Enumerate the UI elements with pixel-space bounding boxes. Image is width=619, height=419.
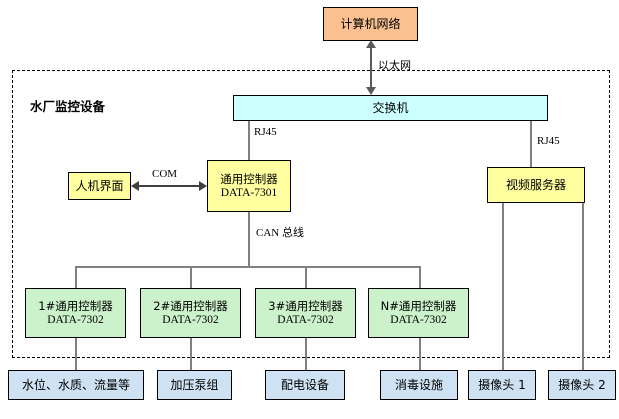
node-field-device-camera-2[interactable]: 摄像头 2 <box>548 370 616 400</box>
link-video-camera-1 <box>502 203 504 370</box>
link-controller-2-device <box>190 338 192 370</box>
node-field-device-disinfection-label: 消毒设施 <box>394 377 443 392</box>
node-sub-controller-n[interactable]: N#通用控制器 DATA-7302 <box>368 288 469 338</box>
node-sub-controller-3[interactable]: 3#通用控制器 DATA-7302 <box>255 288 356 338</box>
node-sub-controller-3-name: 3#通用控制器 <box>268 298 343 313</box>
node-field-device-water[interactable]: 水位、水质、流量等 <box>8 370 144 400</box>
can-drop-controller-1 <box>75 266 77 288</box>
node-hmi-label: 人机界面 <box>75 178 124 193</box>
node-sub-controller-2[interactable]: 2#通用控制器 DATA-7302 <box>140 288 241 338</box>
node-field-device-water-label: 水位、水质、流量等 <box>21 377 130 392</box>
can-drop-controller-3 <box>305 266 307 288</box>
arrowhead-right-controller <box>199 181 207 191</box>
node-field-device-power-label: 配电设备 <box>280 377 329 392</box>
node-switch-label: 交换机 <box>372 100 409 115</box>
link-controller-n-device <box>419 338 421 370</box>
can-bus-rail <box>75 266 420 268</box>
node-field-device-camera-1-label: 摄像头 1 <box>478 377 526 392</box>
link-switch-main-controller <box>248 121 250 161</box>
node-main-controller[interactable]: 通用控制器 DATA-7301 <box>207 160 291 212</box>
link-hmi-controller <box>138 185 200 187</box>
arrowhead-down-switch <box>366 87 376 95</box>
node-sub-controller-1-name: 1#通用控制器 <box>38 298 113 313</box>
link-label-can-bus: CAN 总线 <box>256 227 304 239</box>
node-hmi[interactable]: 人机界面 <box>68 172 131 200</box>
enclosure-title: 水厂监控设备 <box>30 99 106 114</box>
link-video-camera-2 <box>582 203 584 370</box>
node-field-device-camera-1[interactable]: 摄像头 1 <box>468 370 536 400</box>
node-computer-network-label: 计算机网络 <box>340 16 401 31</box>
can-drop-controller-4 <box>419 266 421 288</box>
link-controller-3-device <box>305 338 307 370</box>
link-label-com: COM <box>152 168 178 180</box>
node-main-controller-model: DATA-7301 <box>220 187 278 199</box>
can-bus-trunk <box>248 212 250 266</box>
can-drop-controller-2 <box>190 266 192 288</box>
node-sub-controller-n-name: N#通用控制器 <box>380 298 457 313</box>
node-sub-controller-1[interactable]: 1#通用控制器 DATA-7302 <box>25 288 126 338</box>
node-field-device-pump[interactable]: 加压泵组 <box>157 370 232 400</box>
node-sub-controller-n-model: DATA-7302 <box>390 314 447 326</box>
node-sub-controller-1-model: DATA-7302 <box>47 314 104 326</box>
link-label-ethernet: 以太网 <box>378 60 411 72</box>
node-video-server-label: 视频服务器 <box>505 177 566 192</box>
link-label-rj45-right: RJ45 <box>537 135 560 147</box>
node-switch[interactable]: 交换机 <box>233 95 548 121</box>
node-sub-controller-2-name: 2#通用控制器 <box>153 298 228 313</box>
node-video-server[interactable]: 视频服务器 <box>487 167 585 203</box>
link-controller-1-device <box>75 338 77 370</box>
node-computer-network[interactable]: 计算机网络 <box>323 7 418 41</box>
link-switch-video-server <box>530 121 532 168</box>
node-sub-controller-3-model: DATA-7302 <box>277 314 334 326</box>
arrowhead-left-hmi <box>131 181 139 191</box>
arrowhead-up-network <box>366 40 376 48</box>
water-plant-enclosure <box>12 70 610 358</box>
node-field-device-camera-2-label: 摄像头 2 <box>558 377 606 392</box>
node-field-device-power[interactable]: 配电设备 <box>265 370 345 400</box>
node-field-device-pump-label: 加压泵组 <box>170 377 219 392</box>
node-field-device-disinfection[interactable]: 消毒设施 <box>380 370 458 400</box>
link-label-rj45-left: RJ45 <box>254 126 277 138</box>
node-sub-controller-2-model: DATA-7302 <box>162 314 219 326</box>
node-main-controller-name: 通用控制器 <box>220 171 278 186</box>
link-network-switch <box>370 45 372 93</box>
